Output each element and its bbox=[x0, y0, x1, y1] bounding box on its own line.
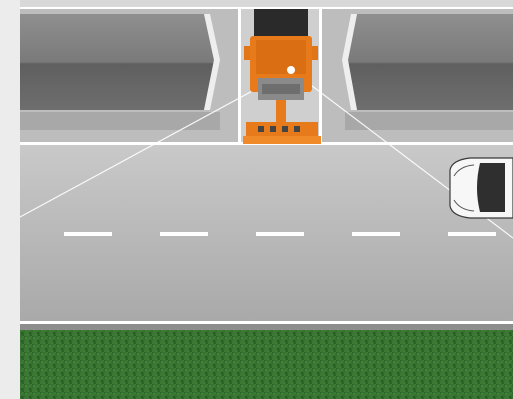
right-bay bbox=[342, 14, 513, 130]
grass-verge bbox=[20, 330, 513, 399]
sensor-dot bbox=[287, 66, 295, 74]
center-lane-right-edge bbox=[319, 9, 322, 144]
car bbox=[450, 158, 513, 218]
top-strip bbox=[20, 0, 513, 7]
center-lane-left-edge bbox=[238, 9, 241, 144]
road-edge-line bbox=[20, 321, 513, 324]
left-bay bbox=[20, 14, 220, 130]
road-shoulder bbox=[20, 324, 513, 330]
top-edge-line bbox=[20, 7, 513, 9]
